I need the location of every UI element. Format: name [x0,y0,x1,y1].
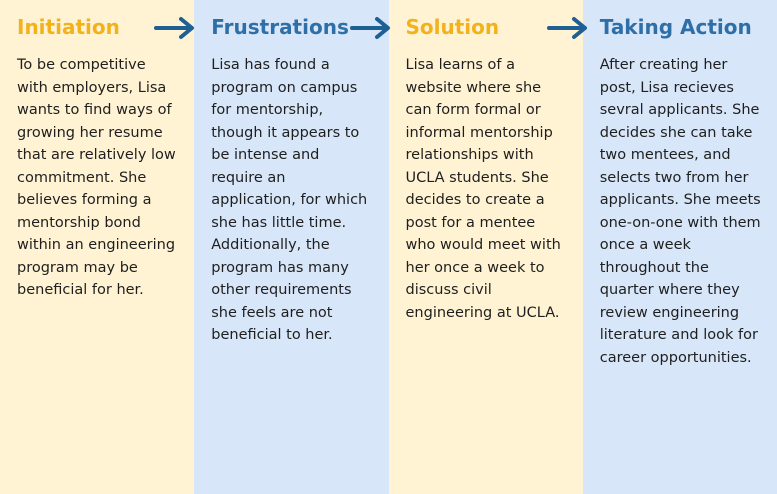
arrow-right-icon [547,14,591,42]
stage-taking-action: Taking Action After creating her post, L… [582,0,777,494]
stage-title: Solution [405,15,500,39]
stage-frustrations: Frustrations Lisa has found a program on… [194,0,389,494]
stage-title: Taking Action [599,15,752,39]
stage-text: Lisa learns of a website where she can f… [405,57,561,321]
stage-solution: Solution Lisa learns of a website where … [388,0,583,494]
stage-title: Initiation [17,15,120,39]
stage-text: Lisa has found a program on campus for m… [211,57,368,343]
stage-text: After creating her post, Lisa recieves s… [599,57,761,366]
stage-initiation: Initiation To be competitive with employ… [0,0,195,494]
stage-text: To be competitive with employers, Lisa w… [17,57,176,298]
arrow-right-icon [154,14,198,42]
stage-title: Frustrations [211,15,349,39]
arrow-right-icon [350,14,394,42]
